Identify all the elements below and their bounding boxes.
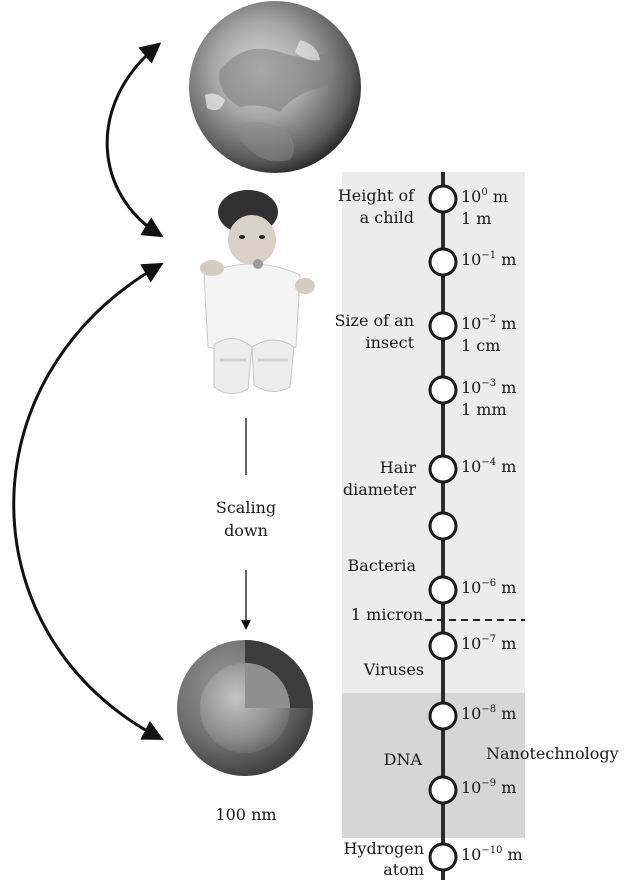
scale-unit: m xyxy=(496,378,516,397)
label-child-line1: Height of xyxy=(300,186,414,206)
label-down: down xyxy=(196,521,296,541)
scale-base: 10 xyxy=(461,378,481,397)
scale-circle xyxy=(430,633,456,659)
scale-circle xyxy=(430,456,456,482)
scale-value-label: 10−8 m xyxy=(461,704,516,724)
scale-base: 10 xyxy=(461,634,481,653)
label-hydrogen-line2: atom xyxy=(300,860,424,880)
label-100-nm: 100 nm xyxy=(196,805,296,825)
scale-base: 10 xyxy=(461,578,481,597)
scale-base: 10 xyxy=(461,778,481,797)
label-scaling: Scaling xyxy=(196,498,296,518)
scale-exponent: −8 xyxy=(481,704,496,715)
scale-exponent: −2 xyxy=(481,314,496,325)
scale-base: 10 xyxy=(461,187,481,206)
scale-circle xyxy=(430,513,456,539)
scale-circle xyxy=(430,377,456,403)
scale-exponent: −9 xyxy=(481,778,496,789)
scale-alt-label: 1 mm xyxy=(461,400,507,420)
scale-exponent: −6 xyxy=(481,578,496,589)
scale-circle xyxy=(430,844,456,870)
scale-base: 10 xyxy=(461,314,481,333)
label-insect-line1: Size of an xyxy=(300,311,414,331)
child-sphere-arrow xyxy=(14,265,160,738)
label-hair-line2: diameter xyxy=(300,480,416,500)
label-child-line2: a child xyxy=(300,208,414,228)
scale-unit: m xyxy=(496,778,516,797)
scale-exponent: −7 xyxy=(481,634,496,645)
scale-circle xyxy=(430,313,456,339)
scale-unit: m xyxy=(496,250,516,269)
label-nanotechnology: Nanotechnology xyxy=(486,744,619,764)
scale-value-label: 10−7 m xyxy=(461,634,516,654)
scale-circle xyxy=(430,186,456,212)
label-hair-line1: Hair xyxy=(300,458,416,478)
nanoparticle-sphere-image xyxy=(177,640,313,776)
scale-base: 10 xyxy=(461,845,481,864)
scale-alt-label: 1 cm xyxy=(461,336,500,356)
scale-unit: m xyxy=(496,704,516,723)
scale-exponent: −4 xyxy=(481,457,496,468)
label-bacteria: Bacteria xyxy=(300,556,416,576)
scale-base: 10 xyxy=(461,250,481,269)
label-1-micron: 1 micron xyxy=(300,605,423,625)
scale-unit: m xyxy=(502,845,522,864)
scale-exponent: 0 xyxy=(481,187,487,198)
scale-value-label: 10−2 m xyxy=(461,314,516,334)
label-viruses: Viruses xyxy=(300,660,424,680)
scale-base: 10 xyxy=(461,457,481,476)
scale-unit: m xyxy=(496,634,516,653)
scale-value-label: 10−3 m xyxy=(461,378,516,398)
label-insect-line2: insect xyxy=(300,333,414,353)
scale-unit: m xyxy=(496,457,516,476)
scale-value-label: 10−4 m xyxy=(461,457,516,477)
scale-value-label: 10−9 m xyxy=(461,778,516,798)
scale-circle xyxy=(430,249,456,275)
scale-value-label: 10−10 m xyxy=(461,845,523,865)
scale-circle xyxy=(430,703,456,729)
scale-unit: m xyxy=(496,314,516,333)
scale-value-label: 10−1 m xyxy=(461,250,516,270)
earth-child-arrow xyxy=(107,45,160,235)
scale-value-label: 10−6 m xyxy=(461,578,516,598)
scale-base: 10 xyxy=(461,704,481,723)
scale-value-label: 100 m xyxy=(461,187,508,207)
earth-image xyxy=(189,1,361,173)
label-dna: DNA xyxy=(300,750,422,770)
scale-exponent: −3 xyxy=(481,378,496,389)
scale-exponent: −1 xyxy=(481,250,496,261)
label-hydrogen-line1: Hydrogen xyxy=(300,839,424,859)
scale-circle xyxy=(430,577,456,603)
child-image xyxy=(200,190,315,394)
scale-unit: m xyxy=(488,187,508,206)
scale-unit: m xyxy=(496,578,516,597)
scale-alt-label: 1 m xyxy=(461,209,491,229)
scale-circle xyxy=(430,777,456,803)
scale-exponent: −10 xyxy=(481,845,502,856)
